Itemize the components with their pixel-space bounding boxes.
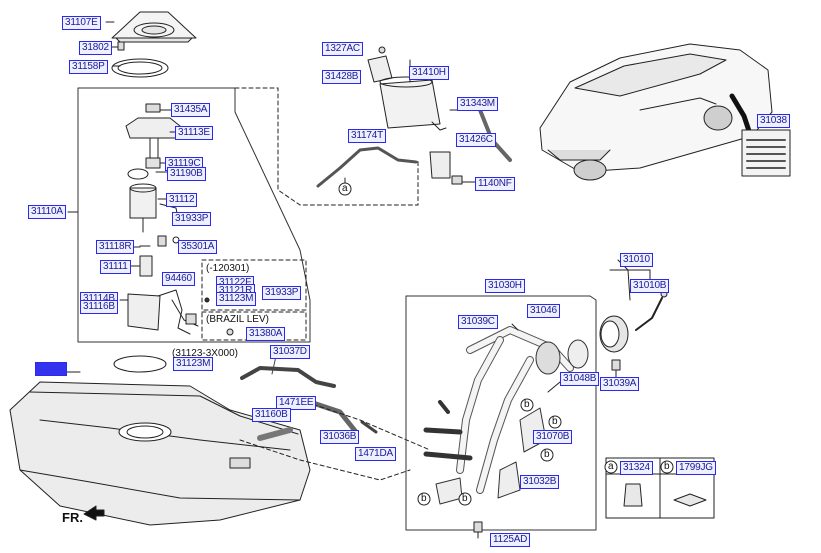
part-31010[interactable]: 31010 <box>620 253 653 267</box>
note-brazil-lev: (BRAZIL LEV) <box>206 314 269 325</box>
part-31048B[interactable]: 31048B <box>560 372 600 386</box>
part-31160B[interactable]: 31160B <box>252 408 291 422</box>
part-31036B[interactable]: 31036B <box>320 430 360 444</box>
serial-range-box <box>201 259 307 311</box>
callout-b-3: b <box>524 399 530 410</box>
part-1471EE[interactable]: 1471EE <box>276 396 317 410</box>
part-31123M-a[interactable]: 31123M <box>216 292 257 306</box>
seal-ring-drawing <box>111 58 169 78</box>
part-31037D[interactable]: 31037D <box>270 345 310 359</box>
part-31343M[interactable]: 31343M <box>457 97 498 111</box>
part-31038[interactable]: 31038 <box>757 114 790 128</box>
car-drawing <box>539 43 773 181</box>
part-31112[interactable]: 31112 <box>166 193 198 207</box>
part-31010B[interactable]: 31010B <box>630 279 670 293</box>
front-arrow-icon <box>83 505 105 521</box>
note-variant: (31123-3X000) <box>172 348 238 359</box>
callout-b-2: b <box>544 449 550 460</box>
part-31428B[interactable]: 31428B <box>322 70 362 84</box>
part-31150[interactable]: 31150 <box>35 362 68 376</box>
part-31111[interactable]: 31111 <box>100 260 131 274</box>
legend-1799JG[interactable]: 1799JG <box>676 461 716 475</box>
part-31110A[interactable]: 31110A <box>28 205 66 219</box>
fuel-cap-drawing <box>599 259 668 379</box>
part-1125AD[interactable]: 1125AD <box>490 533 531 547</box>
part-31030H[interactable]: 31030H <box>485 279 525 293</box>
note-serial-range: (-120301) <box>206 263 250 274</box>
part-31032B[interactable]: 31032B <box>520 475 560 489</box>
part-31116B[interactable]: 31116B <box>80 300 118 314</box>
callout-b-4: b <box>421 493 427 504</box>
part-31174T[interactable]: 31174T <box>348 129 386 143</box>
filler-frame <box>405 295 597 531</box>
part-31380A[interactable]: 31380A <box>246 327 286 341</box>
callout-a-hose: a <box>342 183 348 194</box>
tank-hoses-drawing <box>240 355 378 441</box>
pump-module-frame <box>67 87 311 343</box>
legend-31324[interactable]: 31324 <box>620 461 653 475</box>
part-1327AC[interactable]: 1327AC <box>322 42 363 56</box>
part-31190B[interactable]: 31190B <box>167 167 206 181</box>
part-31802[interactable]: 31802 <box>79 41 112 55</box>
part-31118R[interactable]: 31118R <box>96 240 135 254</box>
part-1471DA[interactable]: 1471DA <box>355 447 396 461</box>
part-31070B[interactable]: 31070B <box>533 430 573 444</box>
tank-seal-drawing <box>113 355 167 373</box>
legend-box <box>605 457 715 519</box>
callout-circles <box>417 398 674 506</box>
part-31113E[interactable]: 31113E <box>175 126 213 140</box>
bolt-1125ad-drawing <box>473 521 483 539</box>
part-31039A[interactable]: 31039A <box>600 377 640 391</box>
callout-b-5: b <box>462 493 468 504</box>
part-31933P-b[interactable]: 31933P <box>262 286 302 300</box>
part-31123M-b[interactable]: 31123M <box>173 357 214 371</box>
part-1140NF[interactable]: 1140NF <box>475 177 515 191</box>
pump-cover-drawing <box>111 11 197 43</box>
part-31933P-a[interactable]: 31933P <box>172 212 212 226</box>
part-31107E[interactable]: 31107E <box>62 16 101 30</box>
callout-b-1: b <box>552 416 558 427</box>
fuel-tank-drawing <box>9 381 311 526</box>
part-31410H[interactable]: 31410H <box>409 66 449 80</box>
part-31158P[interactable]: 31158P <box>69 60 108 74</box>
part-31039C[interactable]: 31039C <box>458 315 498 329</box>
part-31426C[interactable]: 31426C <box>456 133 496 147</box>
part-31046[interactable]: 31046 <box>527 304 560 318</box>
legend-callout-a: a <box>608 461 614 472</box>
part-94460[interactable]: 94460 <box>162 272 195 286</box>
part-35301A[interactable]: 35301A <box>178 240 218 254</box>
canister-drawing <box>367 46 463 185</box>
front-label: FR. <box>62 510 83 525</box>
filler-neck-drawing <box>423 326 589 505</box>
fuel-pump-parts <box>125 103 234 336</box>
part-31435A[interactable]: 31435A <box>171 103 211 117</box>
bolt-31802-drawing <box>117 41 125 51</box>
legend-callout-b: b <box>664 461 670 472</box>
